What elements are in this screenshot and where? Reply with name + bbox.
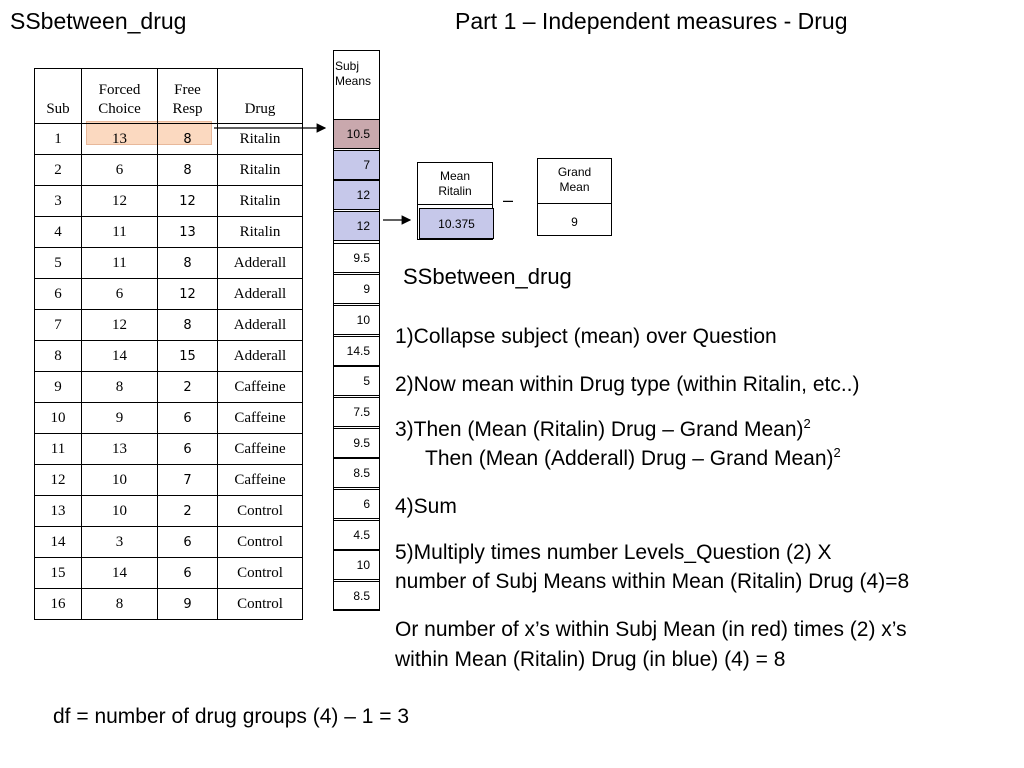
subj-mean-cell: 10.5 [333,119,380,149]
cell-sub: 7 [34,309,82,341]
cell-forced-choice: 8 [81,371,158,403]
cell-free-resp: 12 [157,185,218,217]
step-5a: 5)Multiply times number Levels_Question … [395,541,832,564]
df-line: df = number of drug groups (4) – 1 = 3 [53,705,410,728]
cell-forced-choice: 11 [81,247,158,279]
subj-mean-cell: 4.5 [333,520,380,550]
step-3b: Then (Mean (Adderall) Drug – Grand Mean)… [425,445,841,470]
cell-forced-choice: 9 [81,402,158,434]
cell-free-resp: 12 [157,278,218,310]
cell-free-resp: 2 [157,371,218,403]
cell-drug: Control [217,526,303,558]
cell-forced-choice: 8 [81,588,158,620]
ss-subtitle: SSbetween_drug [403,264,572,289]
cell-sub: 12 [34,464,82,496]
subj-mean-cell: 10 [333,550,380,580]
cell-forced-choice: 6 [81,278,158,310]
cell-sub: 16 [34,588,82,620]
subj-mean-cell: 9 [333,274,380,304]
cell-free-resp: 8 [157,309,218,341]
mean-ritalin-value: 10.375 [419,208,494,239]
cell-sub: 3 [34,185,82,217]
cell-forced-choice: 13 [81,433,158,465]
subj-mean-cell: 12 [333,180,380,210]
mean-ritalin-divider [417,204,493,205]
step-5b: number of Subj Means within Mean (Ritali… [395,570,910,593]
cell-drug: Control [217,588,303,620]
subj-mean-cell: 6 [333,489,380,519]
grand-mean-value: 9 [571,215,578,229]
cell-sub: 1 [34,123,82,155]
step-2: 2)Now mean within Drug type (within Rita… [395,373,860,396]
cell-free-resp: 13 [157,216,218,248]
grand-mean-divider [537,203,612,204]
cell-drug: Caffeine [217,402,303,434]
cell-sub: 5 [34,247,82,279]
step-3a: 3)Then (Mean (Ritalin) Drug – Grand Mean… [395,416,811,441]
cell-drug: Ritalin [217,154,303,186]
subj-mean-cell: 7.5 [333,397,380,427]
cell-drug: Ritalin [217,185,303,217]
cell-forced-choice: 14 [81,340,158,372]
subj-mean-cell: 9.5 [333,428,380,458]
cell-forced-choice: 10 [81,464,158,496]
cell-sub: 9 [34,371,82,403]
cell-drug: Adderall [217,340,303,372]
step-6b: within Mean (Ritalin) Drug (in blue) (4)… [395,648,786,671]
step-4: 4)Sum [395,495,457,518]
cell-forced-choice: 14 [81,557,158,589]
step-1: 1)Collapse subject (mean) over Question [395,325,777,348]
cell-sub: 4 [34,216,82,248]
cell-forced-choice: 11 [81,216,158,248]
minus-sign: – [503,190,514,210]
subj-mean-cell: 5 [333,366,380,396]
subj-mean-cell: 8.5 [333,458,380,488]
subj-mean-cell: 8.5 [333,581,380,611]
cell-sub: 14 [34,526,82,558]
cell-free-resp: 8 [157,154,218,186]
cell-drug: Control [217,495,303,527]
cell-free-resp: 8 [157,247,218,279]
cell-sub: 13 [34,495,82,527]
cell-free-resp: 9 [157,588,218,620]
subj-mean-cell: 14.5 [333,336,380,366]
cell-forced-choice: 13 [81,123,158,155]
subj-mean-cell: 12 [333,211,380,241]
subj-mean-cell: 7 [333,150,380,180]
cell-drug: Adderall [217,278,303,310]
slide-title-right: Part 1 – Independent measures - Drug [455,8,848,34]
cell-drug: Control [217,557,303,589]
cell-forced-choice: 12 [81,309,158,341]
cell-drug: Caffeine [217,464,303,496]
slide-title-left: SSbetween_drug [10,8,187,34]
step-6a: Or number of x’s within Subj Mean (in re… [395,618,907,641]
grand-mean-box [537,158,612,236]
cell-sub: 10 [34,402,82,434]
cell-free-resp: 6 [157,557,218,589]
cell-sub: 8 [34,340,82,372]
mean-ritalin-box [417,162,493,240]
subj-mean-cell: 9.5 [333,243,380,273]
subj-mean-cell: 10 [333,305,380,335]
